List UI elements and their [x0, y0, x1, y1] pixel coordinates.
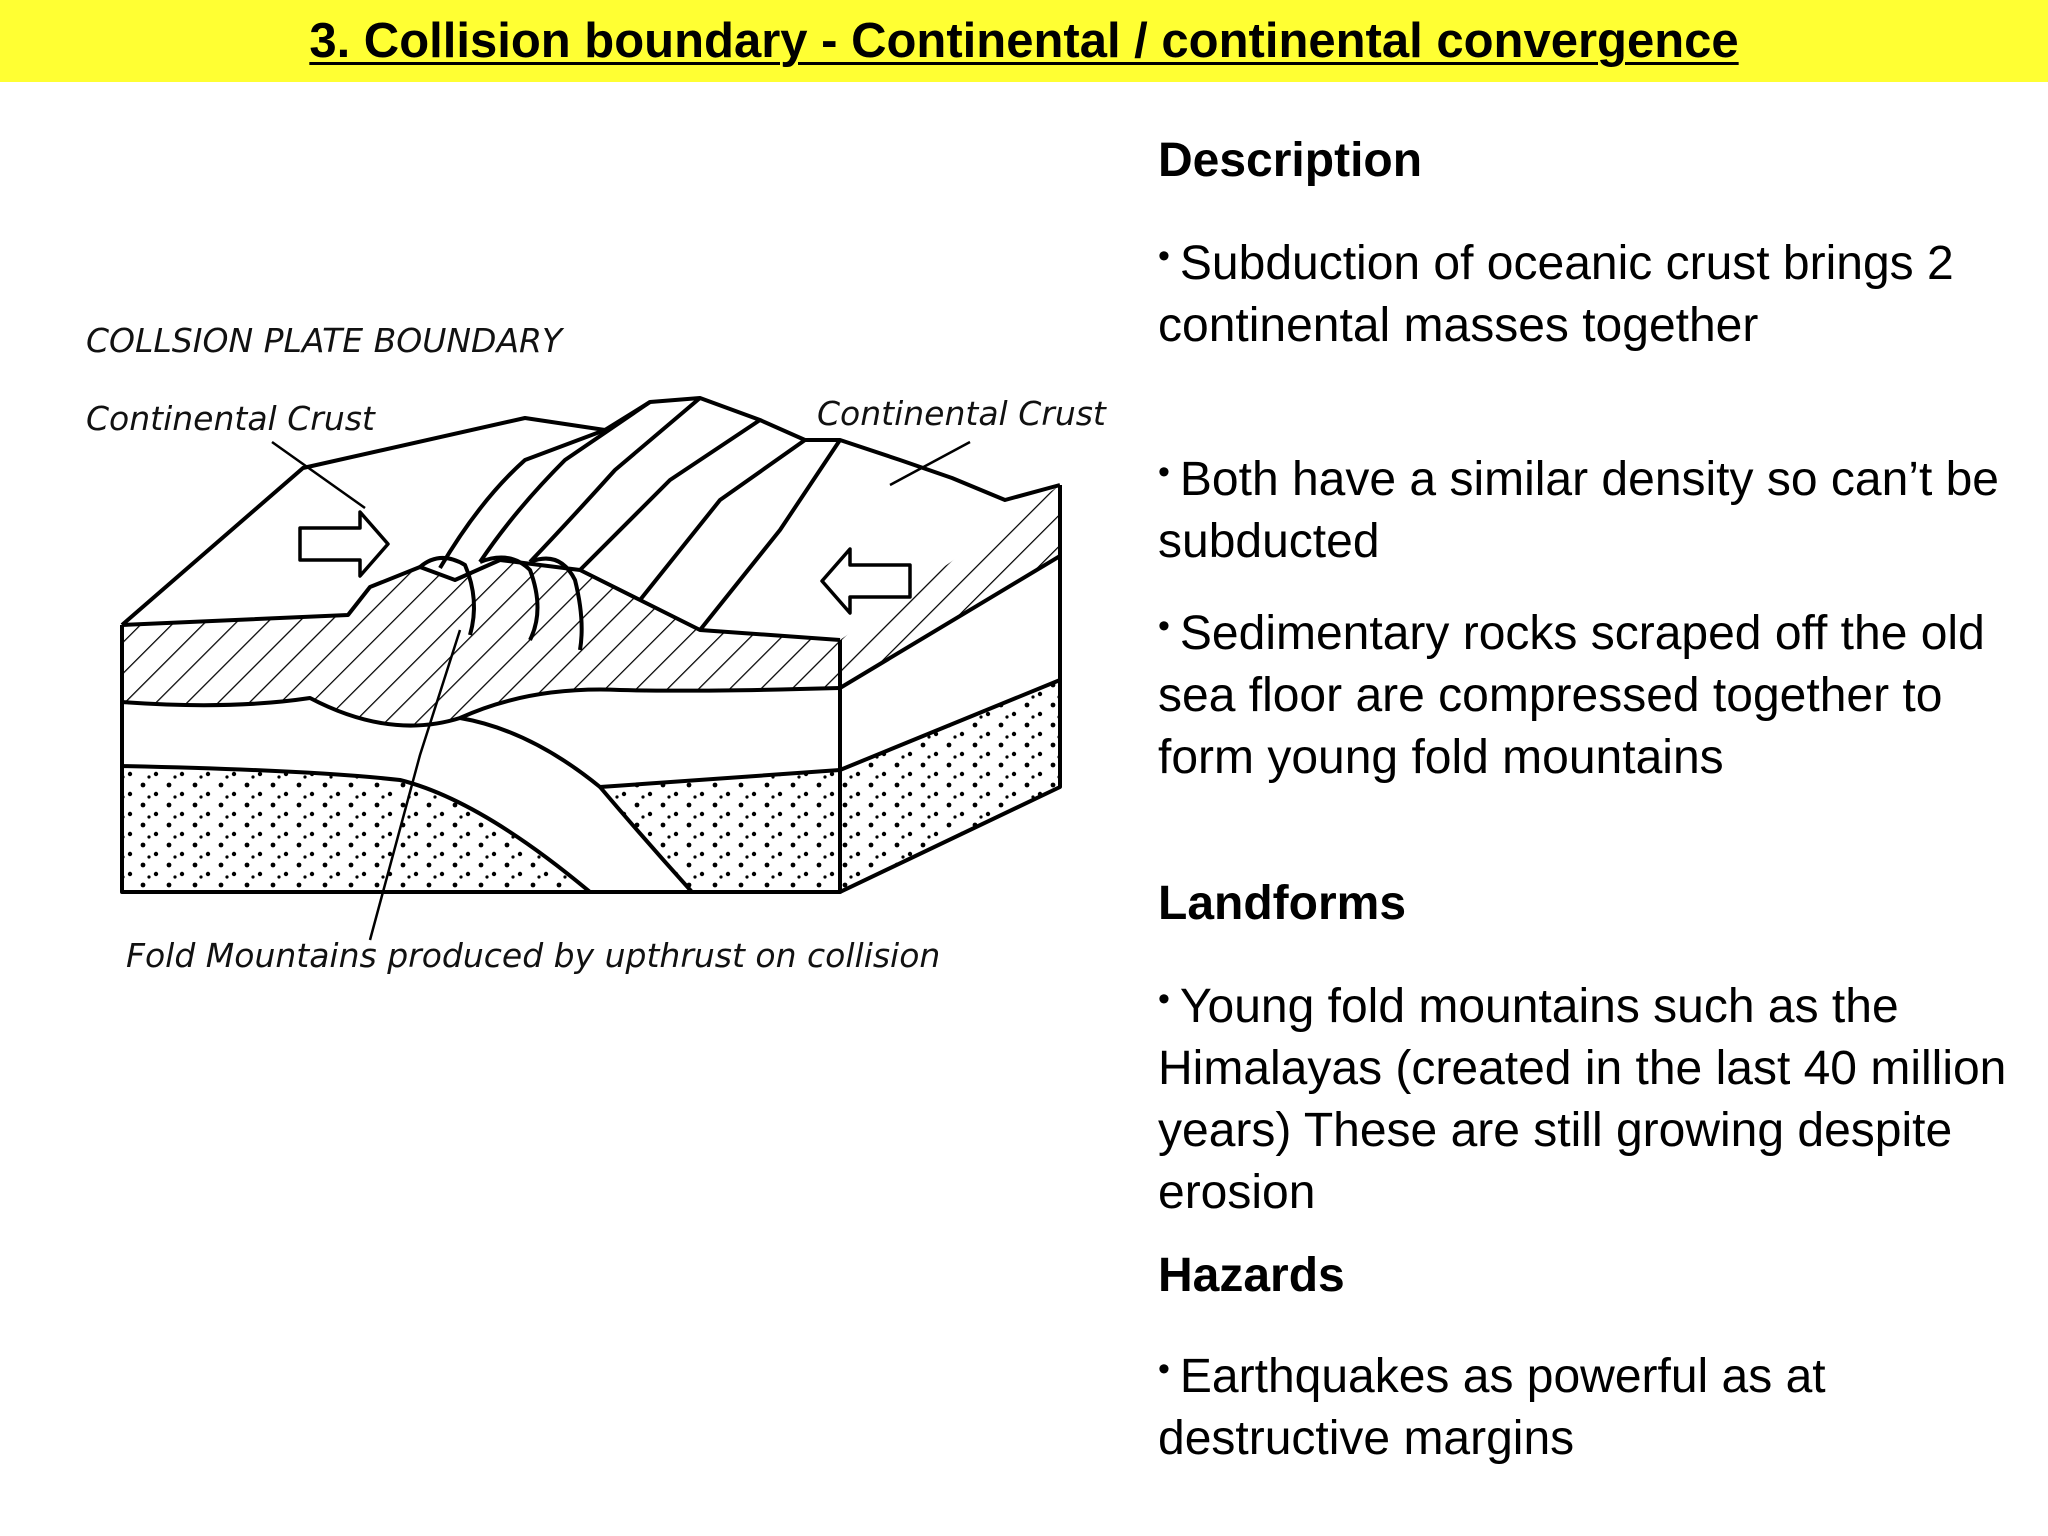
label-continental-crust-right: Continental Crust	[817, 394, 1107, 433]
bullet-dot: •	[1158, 607, 1170, 645]
diagram-caption: Fold Mountains produced by upthrust on c…	[126, 936, 940, 975]
hazards-bullet-1: •Earthquakes as powerful as at destructi…	[1158, 1338, 2018, 1470]
description-heading: Description	[1158, 134, 1423, 187]
slide-title: 3. Collision boundary - Continental / co…	[309, 14, 1739, 68]
bullet-text: Both have a similar density so can’t be …	[1158, 453, 1999, 568]
block-diagram	[120, 396, 1062, 941]
bullet-text: Subduction of oceanic crust brings 2 con…	[1158, 237, 1954, 352]
bullet-text: Sedimentary rocks scraped off the old se…	[1158, 607, 1985, 784]
landforms-heading: Landforms	[1158, 877, 1407, 930]
description-bullet-1: •Subduction of oceanic crust brings 2 co…	[1158, 225, 2018, 357]
bullet-dot: •	[1158, 453, 1170, 491]
collision-diagram: COLLSION PLATE BOUNDARY Continental Crus…	[60, 300, 1120, 1000]
bullet-dot: •	[1158, 980, 1170, 1018]
diagram-heading: COLLSION PLATE BOUNDARY	[86, 321, 565, 360]
bullet-text: Earthquakes as powerful as at destructiv…	[1158, 1350, 1826, 1465]
label-continental-crust-left: Continental Crust	[86, 399, 376, 438]
bullet-text: Young fold mountains such as the Himalay…	[1158, 980, 2007, 1219]
description-bullet-2: •Both have a similar density so can’t be…	[1158, 441, 2018, 573]
landforms-bullet-1: •Young fold mountains such as the Himala…	[1158, 968, 2018, 1224]
title-bar: 3. Collision boundary - Continental / co…	[0, 0, 2048, 82]
diagram-svg: COLLSION PLATE BOUNDARY Continental Crus…	[86, 321, 1107, 975]
description-bullet-3: •Sedimentary rocks scraped off the old s…	[1158, 595, 2018, 789]
bullet-dot: •	[1158, 1350, 1170, 1388]
hazards-heading: Hazards	[1158, 1249, 1345, 1302]
bullet-dot: •	[1158, 237, 1170, 275]
